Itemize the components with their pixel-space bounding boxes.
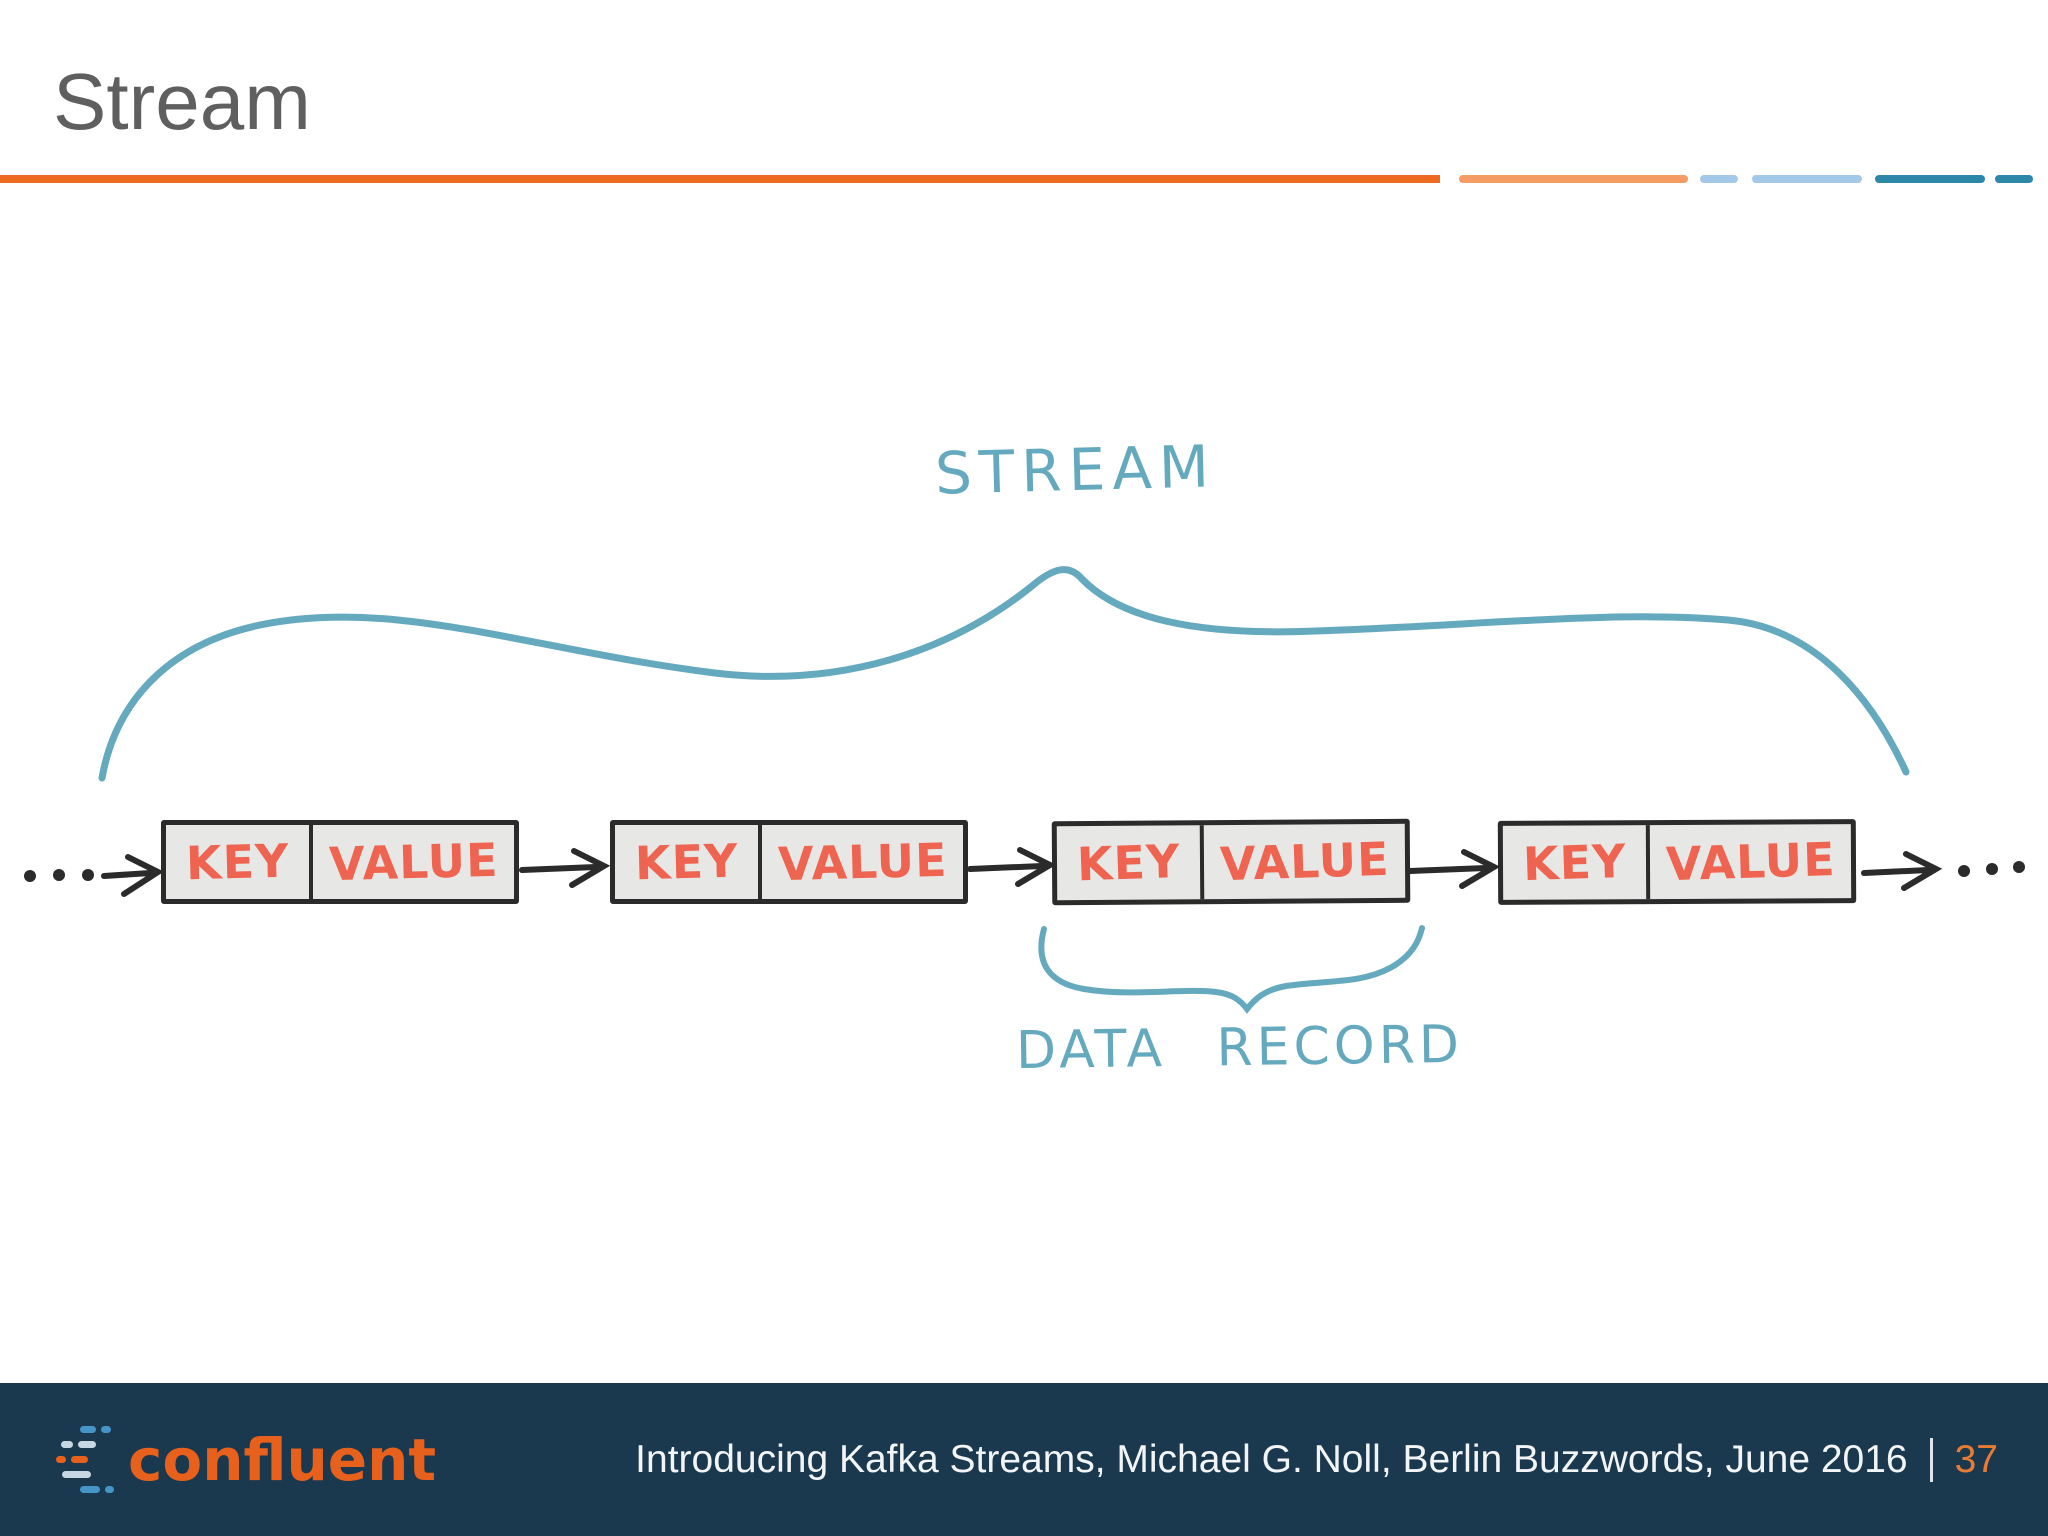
rule-dash	[1700, 175, 1738, 183]
arrow-1-2	[519, 848, 611, 888]
record-key-cell: KEY	[615, 825, 762, 899]
page-title: Stream	[53, 57, 311, 146]
record-value-cell: VALUE	[1203, 824, 1405, 899]
footer-meta: Introducing Kafka Streams, Michael G. No…	[635, 1383, 1998, 1536]
confluent-logo: confluent	[56, 1383, 436, 1536]
title-rule	[0, 175, 1440, 183]
record-box: KEY VALUE	[610, 820, 968, 904]
flow-arrows	[101, 847, 1943, 897]
record-value-label: VALUE	[776, 832, 948, 892]
trailing-ellipsis-dots	[1958, 861, 2025, 877]
footer-divider	[1929, 1437, 1933, 1482]
record-key-cell: KEY	[1502, 825, 1650, 900]
record-key-cell: KEY	[166, 825, 313, 899]
record-box: KEY VALUE	[1497, 819, 1857, 905]
record-value-cell: VALUE	[762, 825, 963, 899]
record-box: KEY VALUE	[161, 820, 519, 904]
rule-dash	[1875, 175, 1985, 183]
confluent-logo-icon	[56, 1426, 118, 1493]
leading-ellipsis-dots	[24, 869, 94, 882]
arrow-in	[101, 854, 165, 897]
footer-bar: confluent Introducing Kafka Streams, Mic…	[0, 1383, 2048, 1536]
stream-brace-curve	[98, 566, 1910, 782]
rule-dash	[1752, 175, 1862, 183]
record-value-label: VALUE	[1218, 831, 1390, 892]
record-value-cell: VALUE	[313, 825, 514, 899]
record-value-label: VALUE	[327, 832, 499, 892]
arrow-out	[1861, 851, 1943, 891]
data-record-label: DATA RECORD	[1015, 1014, 1464, 1082]
record-value-cell: VALUE	[1649, 824, 1851, 899]
rule-dash	[1459, 175, 1688, 183]
arrow-2-3	[967, 847, 1057, 887]
rule-dash	[1995, 175, 2033, 183]
record-key-label: KEY	[1075, 834, 1181, 892]
arrow-3-4	[1407, 849, 1501, 889]
record-key-label: KEY	[633, 833, 739, 891]
record-key-cell: KEY	[1056, 825, 1204, 901]
confluent-wordmark: confluent	[128, 1425, 437, 1494]
record-box: KEY VALUE	[1051, 818, 1411, 906]
footer-citation: Introducing Kafka Streams, Michael G. No…	[635, 1437, 1908, 1481]
record-value-label: VALUE	[1664, 831, 1836, 892]
record-key-label: KEY	[184, 833, 290, 891]
data-record-brace	[1038, 925, 1425, 1014]
page-number: 37	[1954, 1437, 1998, 1481]
record-key-label: KEY	[1521, 833, 1627, 892]
